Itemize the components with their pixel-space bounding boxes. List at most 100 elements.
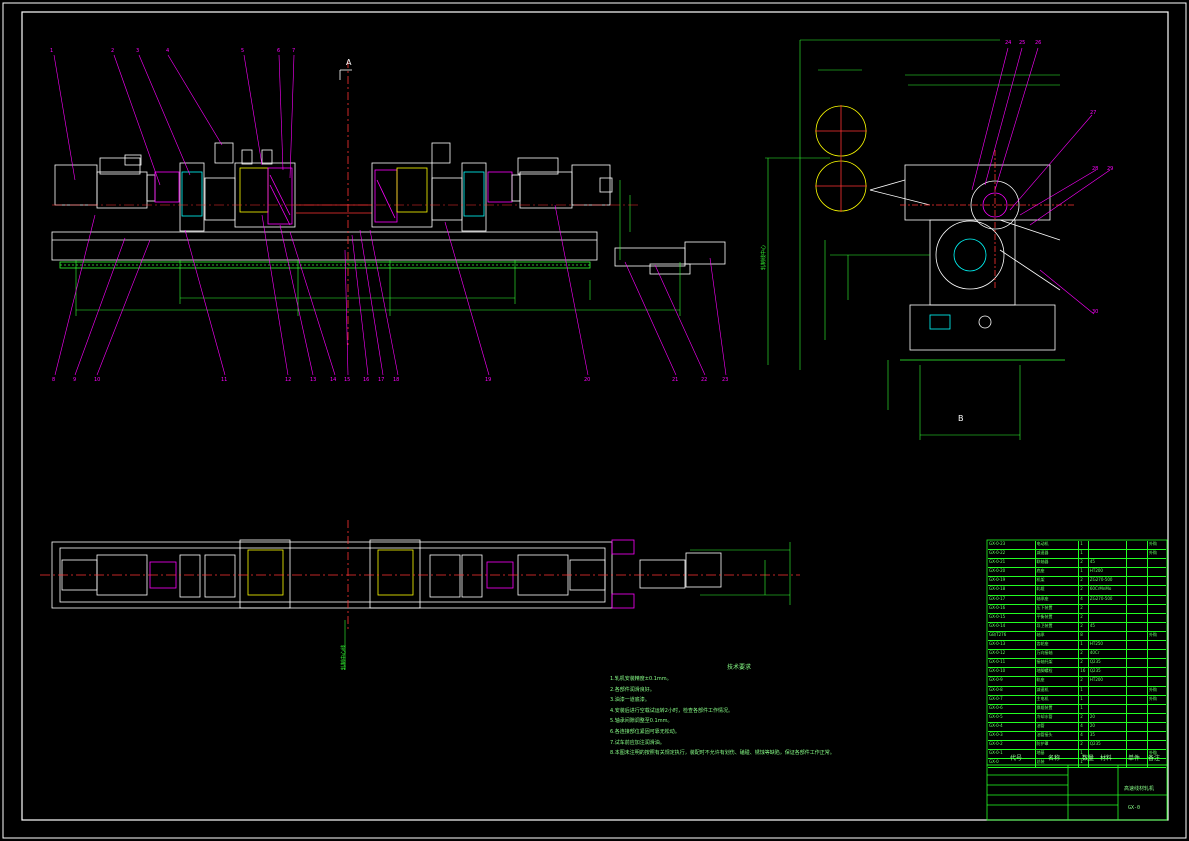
bom-cell [1127, 641, 1148, 650]
bom-cell: Q235 [1089, 668, 1127, 677]
note-item: 1.轧机安装精度±0.1mm。 [610, 676, 672, 682]
bom-cell: GX-0-5 [988, 713, 1036, 722]
bom-cell: 4 [1079, 731, 1089, 741]
bom-cell: Q235 [1089, 741, 1127, 750]
callout-number: 2 [111, 48, 115, 54]
note-item: 6.各连接部位紧固可靠无松动。 [610, 728, 680, 735]
bom-cell [1127, 686, 1148, 695]
bom-cell: 油管 [1036, 722, 1080, 731]
side-callout-leaders [971, 47, 1111, 315]
view-label-a: A [346, 58, 352, 67]
bom-cell: 地脚螺栓 [1036, 668, 1080, 677]
bom-cell: 减速机 [1036, 686, 1080, 695]
callout-number: 17 [378, 377, 385, 383]
bom-cell [1127, 741, 1148, 750]
bom-header-remark: 备注 [1148, 755, 1161, 762]
bom-cell [1148, 586, 1166, 594]
bom-cell: 2 [1079, 559, 1089, 568]
bom-cell: GX-0-8 [988, 686, 1036, 695]
bom-cell: GX-0-1 [988, 750, 1036, 759]
bom-cell: 外购 [1148, 686, 1157, 692]
side-view [765, 39, 1075, 440]
bom-cell: GX-0-18 [988, 586, 1036, 595]
bom-cell: 4 [1079, 722, 1089, 731]
bom-cell: 2 [1079, 677, 1089, 686]
callout-number: 14 [330, 377, 337, 383]
bom-cell: GX-0-16 [988, 604, 1036, 613]
bom-cell: GX-0-22 [988, 550, 1036, 559]
bom-cell: 20 [1089, 722, 1127, 731]
drawing-title: 高速线材轧机 [1124, 786, 1155, 792]
bom-cell: 1 [1079, 704, 1089, 713]
bom-cell [1127, 604, 1148, 613]
bom-cell: GX-0-20 [988, 568, 1036, 577]
callout-number: 23 [722, 377, 729, 383]
bom-header-material: 材料 [1100, 755, 1113, 762]
side-label-rolling-line: 轧制线中心 [761, 244, 767, 270]
bom-cell: 防护罩 [1036, 741, 1080, 750]
bom-cell [1127, 704, 1148, 713]
bom-cell: 2 [1079, 650, 1089, 659]
bom-cell: 机架 [1036, 577, 1080, 586]
bom-cell: GX-0-7 [988, 695, 1036, 704]
callout-number: 9 [73, 377, 77, 383]
callout-number: 19 [485, 377, 492, 383]
bom-cell [1127, 559, 1148, 568]
bom-cell: GB/T276 [988, 631, 1036, 641]
bom-cell: HT200 [1089, 677, 1127, 686]
bom-cell: 2 [1079, 586, 1089, 595]
bom-cell: 导卫装置 [1036, 622, 1080, 631]
bom-cell: GX-0-4 [988, 722, 1036, 731]
bom-cell [1089, 604, 1127, 613]
bom-cell: 20 [1089, 713, 1127, 722]
bom-cell: 1 [1079, 759, 1089, 768]
bom-cell [1148, 596, 1166, 604]
callout-number: 22 [701, 377, 708, 383]
note-item: 8.本图未注明的按照有关规定执行，装配时不允许有划伤、磕碰、锈蚀等缺陷，保证各部… [610, 750, 835, 757]
bom-cell [1127, 613, 1148, 622]
inner-frame [21, 11, 1169, 821]
bom-cell: 40Cr [1089, 650, 1127, 659]
bom-cell [1127, 659, 1148, 668]
bom-cell: 2 [1079, 741, 1089, 750]
bom-cell [1089, 631, 1127, 641]
callout-number: 12 [285, 377, 292, 383]
bom-cell [1089, 550, 1127, 559]
bom-cell [1148, 714, 1166, 722]
side-label-centerline: 轧制中心线 [341, 644, 347, 670]
bom-cell: 8 [1079, 631, 1089, 641]
notes-title: 技术要求 [727, 664, 752, 671]
bom-cell [1127, 650, 1148, 659]
bom-cell: 2 [1079, 622, 1089, 631]
callout-number: 10 [94, 377, 101, 383]
bom-cell [1127, 577, 1148, 586]
bom-cell: HT250 [1089, 641, 1127, 650]
bom-cell: 2 [1079, 577, 1089, 586]
bom-cell [1127, 677, 1148, 686]
bom-cell [1127, 631, 1148, 641]
bom-cell: GX-0-13 [988, 641, 1036, 650]
callout-number: 21 [672, 377, 679, 383]
bom-cell [1148, 605, 1166, 613]
bom-cell: ZG270-500 [1089, 577, 1127, 586]
bom-cell [1148, 614, 1166, 622]
bom-cell [1089, 613, 1127, 622]
bom-cell [1148, 568, 1166, 576]
bom-cell: 万向接轴 [1036, 650, 1080, 659]
bom-cell: GX-0-17 [988, 595, 1036, 604]
bom-cell: HT200 [1089, 568, 1127, 577]
callout-number: 16 [363, 377, 370, 383]
bom-cell: GX-0-10 [988, 668, 1036, 677]
callout-number: 24 [1005, 40, 1012, 46]
bom-cell: ZG270-500 [1089, 595, 1127, 604]
bom-cell: 联轴器 [1036, 559, 1080, 568]
